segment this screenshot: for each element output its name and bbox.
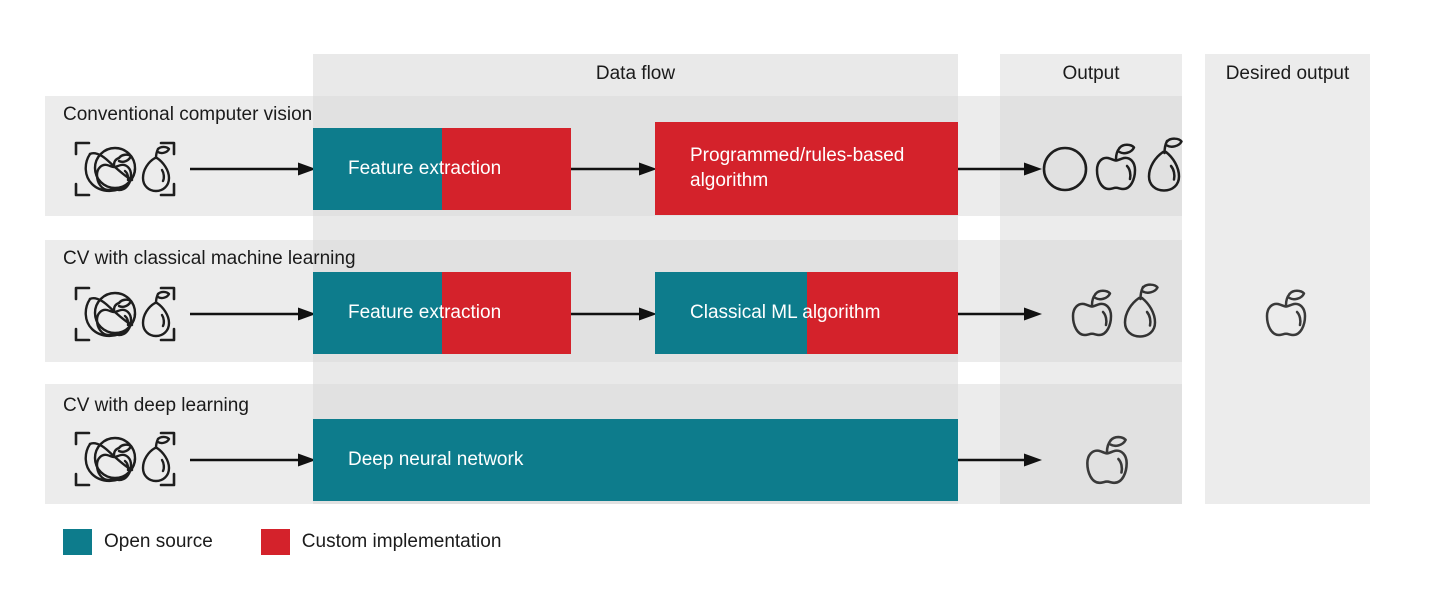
pear-icon bbox=[1142, 136, 1188, 199]
output-icons-classical-ml bbox=[1068, 282, 1164, 345]
stage-label-classical-ml-algorithm: Classical ML algorithm bbox=[690, 301, 881, 323]
orange-icon bbox=[1040, 136, 1090, 199]
column-band-desired-output bbox=[1205, 54, 1370, 504]
row-band-output-1 bbox=[1000, 96, 1182, 216]
arrow-ml-to-output-2 bbox=[958, 307, 1042, 321]
apple-icon bbox=[1092, 136, 1140, 199]
stage-box-classical-ml-algorithm[interactable]: Classical ML algorithm bbox=[655, 272, 958, 354]
stage-fill-open-source bbox=[313, 419, 958, 501]
stage-box-feature-extraction-1[interactable]: Feature extraction bbox=[313, 128, 571, 210]
output-icons-conventional bbox=[1040, 136, 1188, 199]
column-header-desired-output: Desired output bbox=[1225, 63, 1350, 84]
legend-swatch-open-source bbox=[63, 529, 92, 555]
stage-label-rules-algorithm: Programmed/rules-based algorithm bbox=[690, 145, 905, 191]
legend-item-open-source: Open source bbox=[63, 529, 213, 555]
legend-swatch-custom bbox=[260, 529, 290, 555]
stage-label-deep-neural-network: Deep neural network bbox=[348, 448, 524, 470]
row-band-output-3 bbox=[1000, 384, 1182, 504]
legend-item-custom-implementation: Custom implementation bbox=[260, 529, 502, 555]
stage-box-deep-neural-network[interactable]: Deep neural network bbox=[313, 419, 958, 501]
stage-box-rules-algorithm[interactable]: Programmed/rules-based algorithm bbox=[655, 122, 958, 215]
input-image-conventional bbox=[62, 134, 188, 204]
column-header-output: Output bbox=[1062, 63, 1120, 84]
row-band-output-2 bbox=[1000, 240, 1182, 362]
stage-box-feature-extraction-2[interactable]: Feature extraction bbox=[313, 272, 571, 354]
column-header-data-flow: Data flow bbox=[595, 63, 676, 84]
arrow-input-to-feature-extraction-1 bbox=[190, 162, 316, 176]
stage-fill-open-source bbox=[313, 128, 442, 210]
stage-fill-custom bbox=[442, 128, 571, 210]
row-label-classical-ml: CV with classical machine learning bbox=[63, 248, 356, 269]
apple-icon bbox=[1262, 282, 1310, 345]
input-image-classical-ml bbox=[62, 279, 188, 349]
stage-fill-custom bbox=[806, 272, 958, 354]
pear-icon bbox=[1118, 282, 1164, 345]
stage-fill-open-source bbox=[313, 272, 442, 354]
desired-output-icons-classical-ml bbox=[1262, 282, 1310, 345]
row-label-conventional: Conventional computer vision bbox=[63, 104, 313, 125]
apple-icon bbox=[1068, 282, 1116, 345]
legend-label-custom: Custom implementation bbox=[301, 531, 502, 552]
arrow-input-to-feature-extraction-2 bbox=[190, 307, 316, 321]
arrow-algorithm-to-output-1 bbox=[958, 162, 1042, 176]
stage-label-feature-extraction-1: Feature extraction bbox=[348, 157, 502, 179]
input-image-deep-learning bbox=[62, 424, 188, 494]
output-icons-deep-learning bbox=[1082, 428, 1132, 493]
stage-fill-custom bbox=[655, 122, 958, 215]
arrow-feature-extraction-to-algorithm-1 bbox=[571, 162, 657, 176]
legend-label-open-source: Open source bbox=[104, 531, 213, 552]
stage-label-feature-extraction-2: Feature extraction bbox=[348, 301, 502, 323]
legend: Open source Custom implementation bbox=[63, 529, 549, 555]
stage-fill-custom bbox=[442, 272, 571, 354]
apple-icon bbox=[1082, 428, 1132, 493]
stage-fill-open-source bbox=[655, 272, 807, 354]
arrow-dnn-to-output-3 bbox=[958, 453, 1042, 467]
arrow-feature-extraction-to-ml-2 bbox=[571, 307, 657, 321]
row-label-deep-learning: CV with deep learning bbox=[63, 395, 249, 416]
arrow-input-to-dnn-3 bbox=[190, 453, 316, 467]
